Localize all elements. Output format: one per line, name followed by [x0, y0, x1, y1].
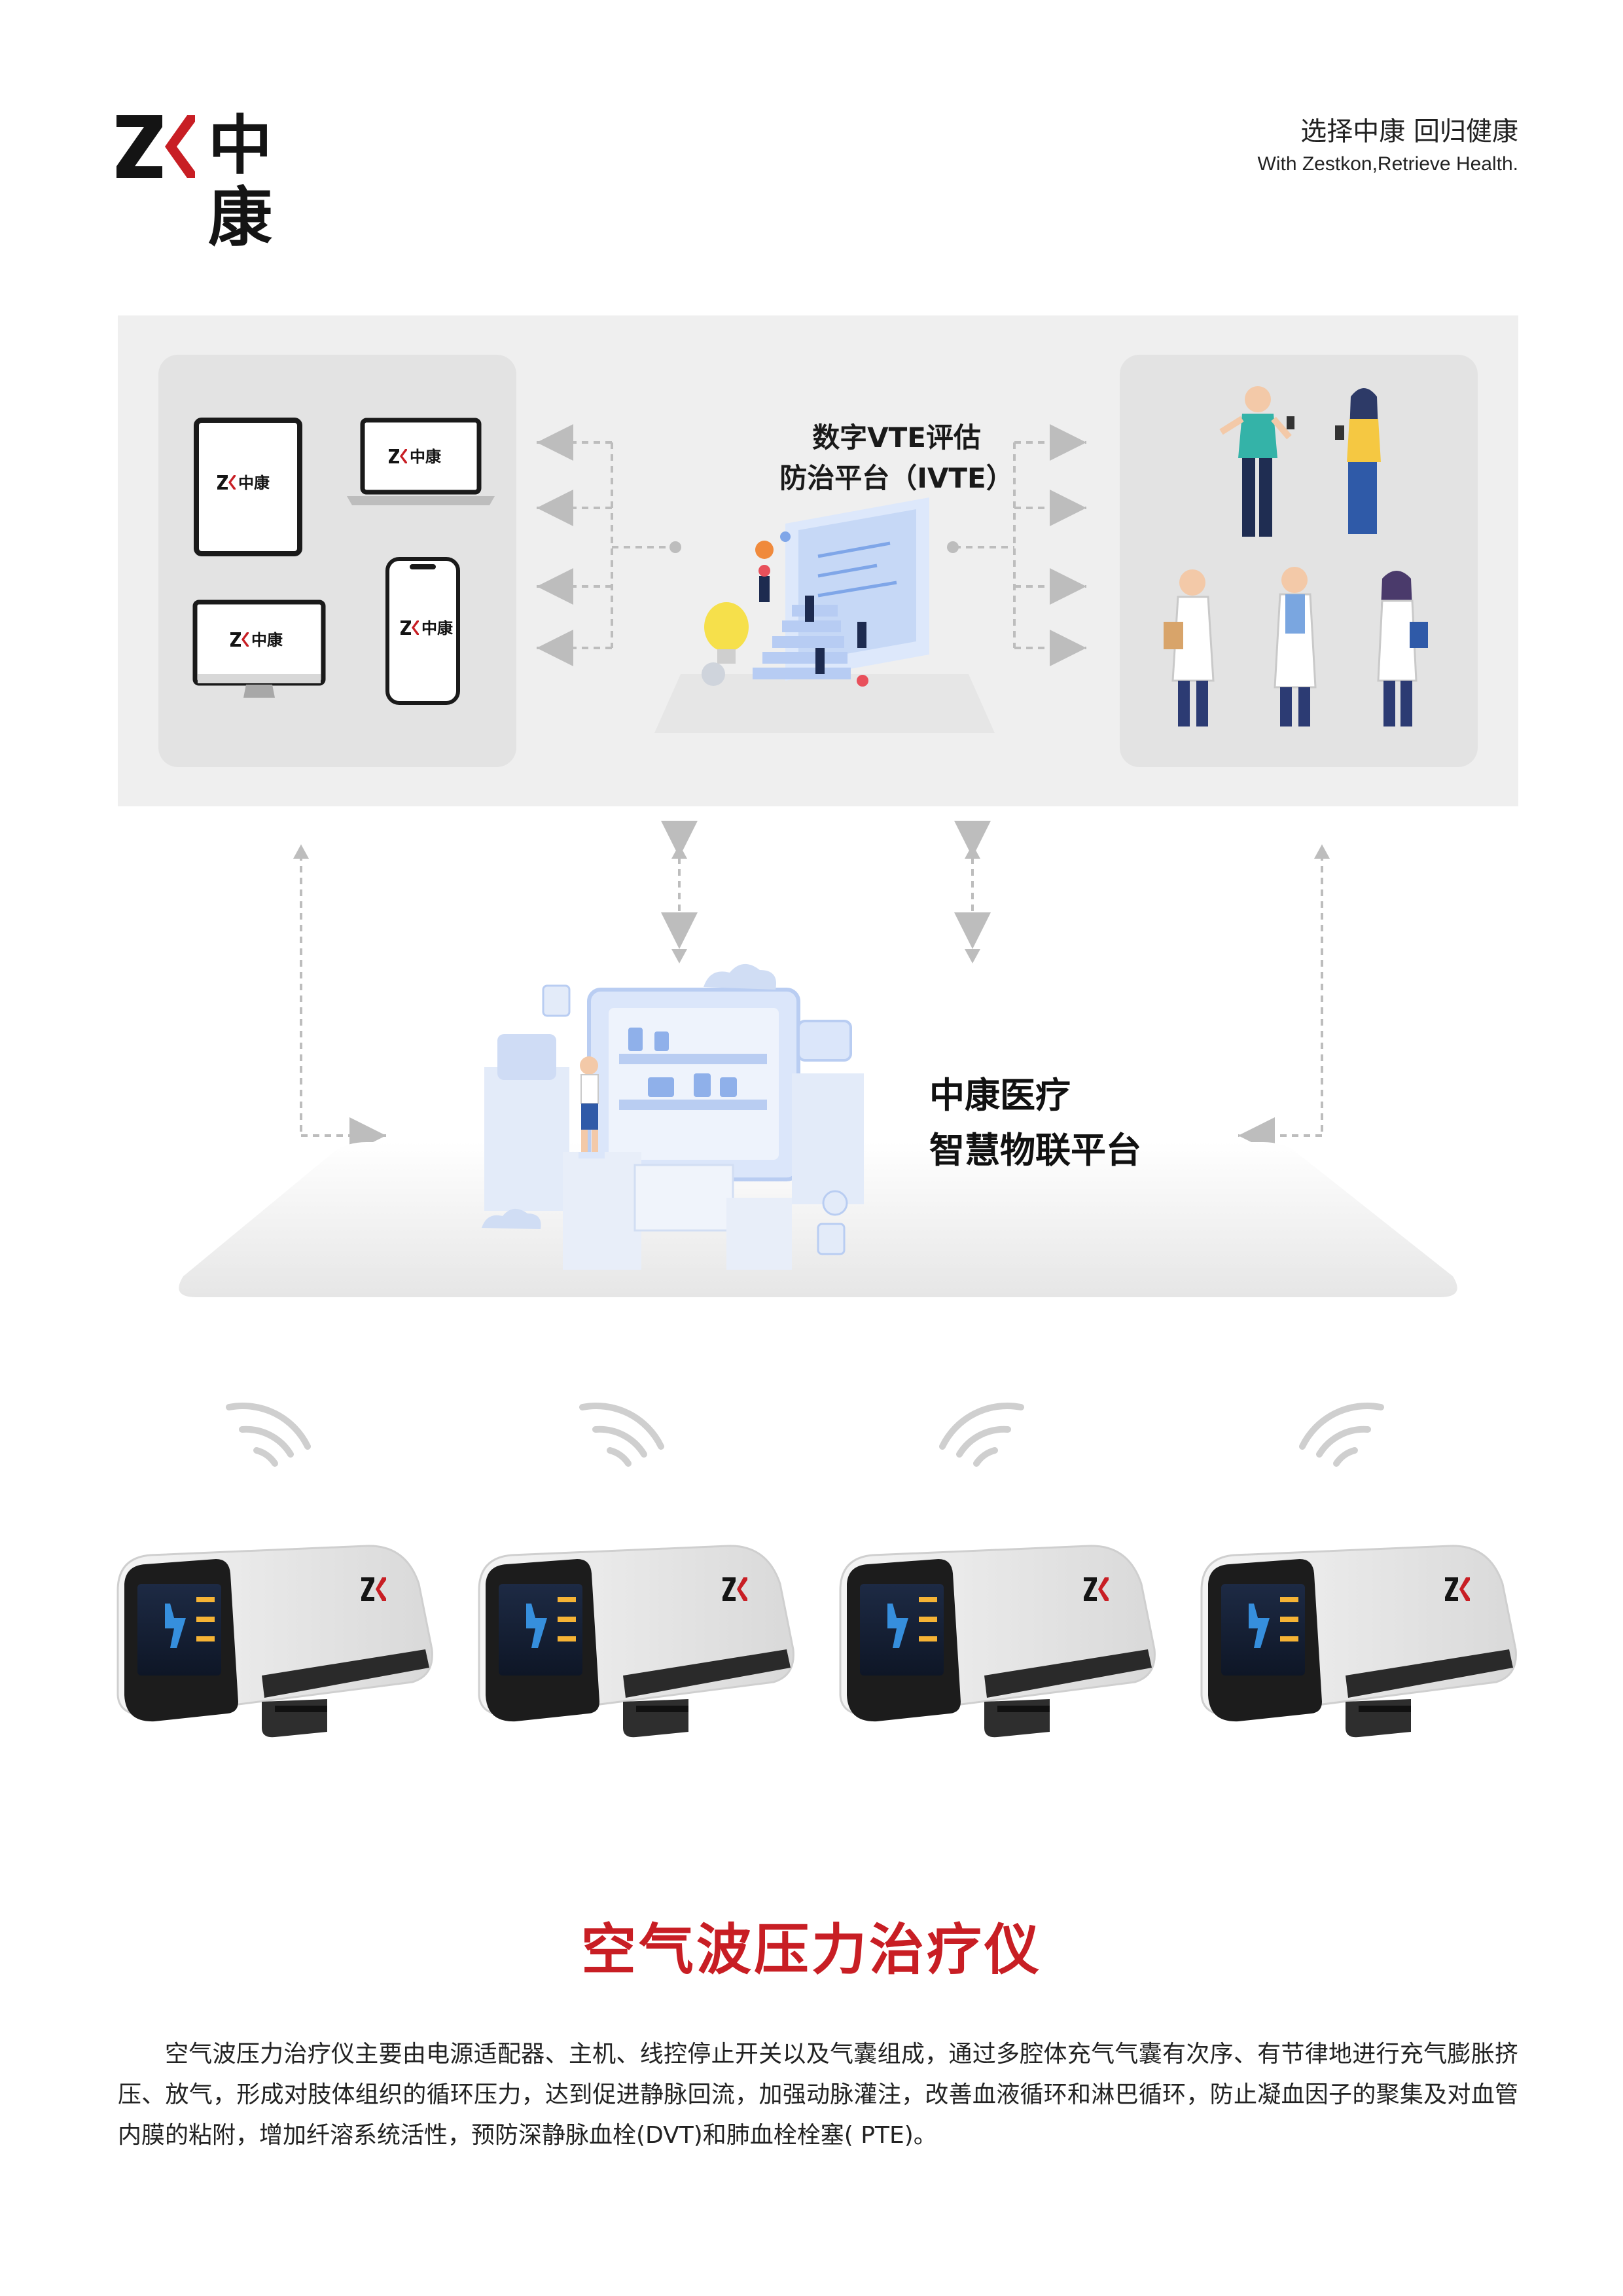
phone-device: 中康: [385, 557, 460, 705]
brand-logo: 中康: [116, 110, 332, 254]
ivte-platform-illustration: [654, 497, 995, 733]
doctor-3: [1377, 571, 1428, 726]
therapy-device-1: [116, 1545, 433, 1738]
left-connector-arrows: [537, 424, 674, 666]
doctor-2: [1274, 567, 1317, 726]
iot-platform-illustration: [482, 963, 864, 1270]
therapy-device-2: [478, 1545, 794, 1738]
svg-text:中康: 中康: [238, 474, 270, 492]
ivte-platform-title: 数字VTE评估 防治平台（IVTE）: [772, 418, 1021, 499]
product-description: 空气波压力治疗仪主要由电源适配器、主机、线控停止开关以及气囊组成，通过多腔体充气…: [118, 2034, 1518, 2156]
therapy-device-4: [1200, 1545, 1517, 1738]
iot-title-line1: 中康医疗: [929, 1075, 1071, 1116]
person-woman-yellow: [1335, 388, 1381, 534]
iot-title-line2: 智慧物联平台: [929, 1130, 1141, 1171]
product-description-text: 空气波压力治疗仪主要由电源适配器、主机、线控停止开关以及气囊组成，通过多腔体充气…: [118, 2041, 1518, 2149]
ivte-title-line1: 数字VTE评估: [812, 422, 981, 454]
slogan-english: With Zestkon,Retrieve Health.: [1257, 153, 1518, 175]
zk-logo-icon: [116, 115, 195, 178]
doctor-1: [1164, 569, 1215, 726]
product-title: 空气波压力治疗仪: [580, 1918, 1042, 1982]
tablet-device: 中康: [194, 418, 302, 556]
iot-platform-title: 中康医疗 智慧物联平台: [929, 1068, 1141, 1178]
person-man-blue: [1219, 386, 1294, 537]
monitor-device: 中康: [192, 600, 326, 698]
therapy-device-3: [839, 1545, 1156, 1738]
wifi-icon-3: [939, 1403, 1024, 1467]
slogan-chinese: 选择中康 回归健康: [1300, 117, 1518, 147]
right-connector-arrows: [954, 424, 1086, 666]
tablet-zk-logo: 中康: [217, 474, 270, 492]
svg-text:中康: 中康: [421, 619, 454, 637]
logo-text: 中康: [208, 109, 274, 255]
svg-text:中康: 中康: [251, 631, 283, 649]
wifi-icon-4: [1299, 1403, 1384, 1467]
laptop-device: 中康: [347, 418, 495, 505]
ivte-title-line2: 防治平台（IVTE）: [779, 462, 1014, 494]
wifi-icon-2: [579, 1403, 664, 1467]
wifi-icon-1: [226, 1403, 311, 1467]
svg-text:中康: 中康: [410, 448, 442, 466]
vertical-link-arrows: [300, 821, 1323, 1154]
